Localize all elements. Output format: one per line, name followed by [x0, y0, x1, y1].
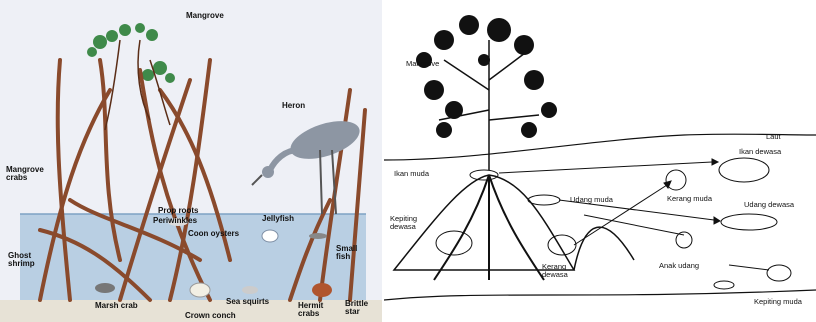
label-mangrove-r: Mangrove [406, 60, 439, 68]
right-mangrove-diagram: Mangrove Laut Ikan muda Ikan dewasa Udan… [384, 0, 816, 322]
label-small-fish: Small fish [336, 245, 357, 261]
sea-squirts [242, 286, 258, 294]
jellyfish [262, 230, 278, 242]
label-mangrove-crabs: Mangrove crabs [6, 166, 44, 182]
label-ikan-dewasa: Ikan dewasa [739, 148, 781, 156]
young-fish [470, 170, 498, 180]
label-brittle-star: Brittle star [345, 300, 368, 316]
label-laut: Laut [766, 133, 781, 141]
label-kepiting-dewasa: Kepiting dewasa [390, 215, 417, 231]
juvenile-shrimp [676, 232, 692, 248]
label-hermit-crabs: Hermit crabs [298, 302, 323, 318]
left-scene-art [0, 0, 382, 322]
adult-clam [548, 235, 576, 255]
label-marsh-crab: Marsh crab [95, 302, 138, 310]
young-shrimp [528, 195, 560, 205]
adult-crab [436, 231, 472, 255]
label-periwinkles: Periwinkles [153, 217, 197, 225]
label-heron: Heron [282, 102, 305, 110]
label-ikan-muda: Ikan muda [394, 170, 429, 178]
adult-fish [719, 158, 769, 182]
label-prop-roots: Prop roots [158, 207, 198, 215]
crown-conch [190, 283, 210, 297]
label-jellyfish: Jellyfish [262, 215, 294, 223]
adult-shrimp [721, 214, 777, 230]
label-coon-oysters: Coon oysters [188, 230, 239, 238]
label-kepiting-muda: Kepiting muda [754, 298, 802, 306]
hermit-crab [312, 283, 332, 297]
right-scene-art [384, 0, 816, 322]
left-mangrove-illustration: Mangrove Heron Mangrove crabs Prop roots… [0, 0, 382, 322]
label-kerang-muda: Kerang muda [667, 195, 712, 203]
marsh-crab [95, 283, 115, 293]
young-crab [767, 265, 791, 281]
label-anak-udang: Anak udang [659, 262, 699, 270]
label-udang-muda: Udang muda [570, 196, 613, 204]
label-udang-dewasa: Udang dewasa [744, 201, 794, 209]
label-ghost-shrimp: Ghost shrimp [8, 252, 35, 268]
young-clam [666, 170, 686, 190]
heron-bird [252, 114, 364, 214]
mangrove-canopy [416, 15, 557, 138]
label-crown-conch: Crown conch [185, 312, 236, 320]
label-sea-squirts: Sea squirts [226, 298, 269, 306]
label-kerang-dewasa: Kerang dewasa [542, 263, 568, 279]
label-mangrove: Mangrove [186, 12, 224, 20]
small-fish [309, 233, 327, 239]
